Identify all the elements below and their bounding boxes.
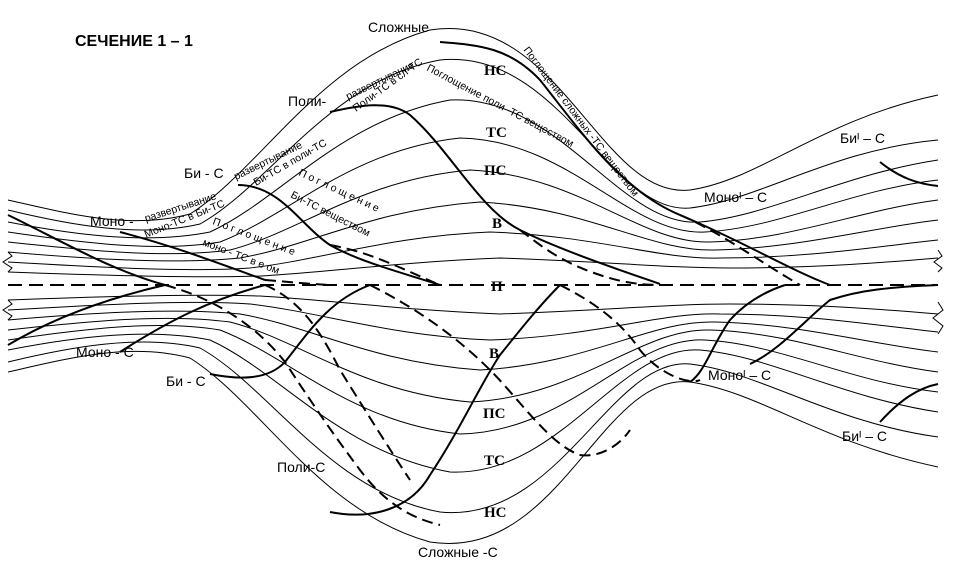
label-bi-top: Би - С (184, 165, 224, 181)
layer-label-top-2: ТС (486, 125, 507, 141)
label-complex-bottom: Сложные -С (418, 544, 498, 560)
label-mono-bottom: Моно - С (76, 344, 134, 360)
label-poly-bottom: Поли-С (277, 459, 325, 475)
label-bi-prime-bottom: Биᴵ – С (842, 428, 887, 444)
label-bi-bottom: Би - С (166, 373, 206, 389)
label-mono-prime-bottom: Моноᴵ – С (708, 367, 771, 383)
layer-label-bottom-4: НС (484, 505, 507, 521)
label-mono-top: Моно - (90, 213, 134, 229)
dashed-absorption-curves (164, 214, 801, 526)
lower-layer-curves (7, 294, 939, 544)
layer-label-bottom-1: В (489, 346, 499, 362)
label-complex-top: Сложные (368, 19, 429, 35)
layer-label-bottom-3: ТС (484, 453, 505, 469)
upper-layer-curves (7, 28, 939, 278)
layer-label-bottom-2: ПС (483, 406, 506, 422)
layer-label-top-4: В (492, 216, 502, 232)
layer-label-top-1: НС (484, 63, 507, 79)
break-marks (2, 249, 944, 335)
label-bi-prime-top: Биᴵ – С (840, 130, 885, 146)
layer-label-top-3: ПС (484, 163, 507, 179)
layer-label-center: П (491, 279, 503, 295)
label-mono-prime-top: Моноᴵ – С (704, 189, 767, 205)
label-poly-top: Поли- (288, 93, 327, 109)
section-title: СЕЧЕНИЕ 1 – 1 (75, 33, 193, 50)
solid-development-curves (7, 41, 939, 516)
